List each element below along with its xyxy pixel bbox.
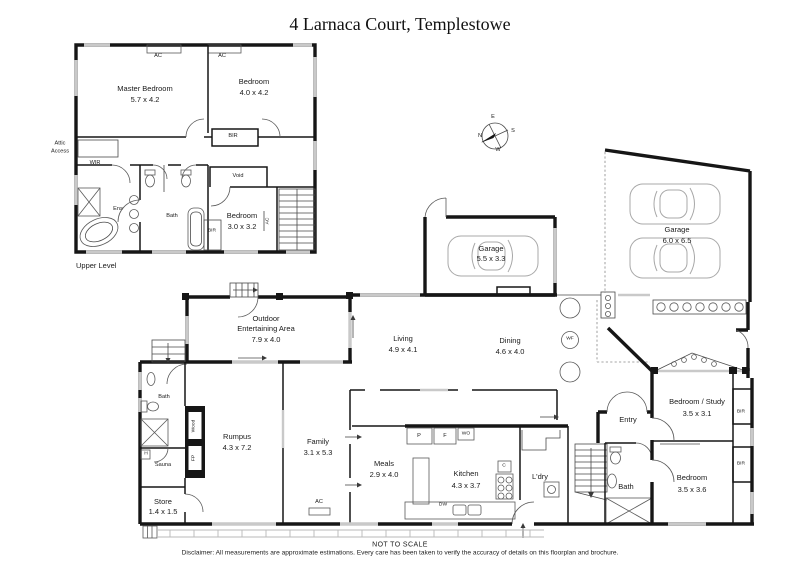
stairs-upper	[278, 188, 316, 251]
ensuite-label: Ens	[113, 206, 123, 213]
room-dims-bedroom3: 3.0 x 3.2	[227, 221, 257, 231]
room-label-bedroom-rear: Bedroom	[676, 472, 708, 482]
bath-label-ground: Bath	[158, 394, 170, 401]
not-to-scale-note: NOT TO SCALE	[372, 541, 428, 549]
room-label-outdoor: Outdoor Entertaining Area	[237, 313, 295, 333]
room-dims-family: 3.1 x 5.3	[303, 447, 333, 457]
fridge-label: F	[443, 433, 447, 440]
upper-level-caption: Upper Level	[76, 260, 117, 270]
room-label-living: Living	[393, 333, 413, 343]
bir-label: BIR	[207, 228, 217, 234]
car-icon	[629, 183, 721, 225]
attic-access-label: Attic Access	[50, 140, 70, 154]
sauna-label: Sauna	[154, 462, 172, 469]
bir-label: BIR	[228, 133, 238, 140]
compass-south: S	[511, 128, 515, 135]
wir-label: WIR	[89, 160, 101, 167]
room-dims-bed-study: 3.5 x 3.1	[682, 408, 712, 418]
compass-east: E	[491, 114, 495, 121]
room-dims-garage-single: 5.5 x 3.3	[476, 253, 506, 263]
room-label-kitchen: Kitchen	[453, 468, 479, 478]
bath-label-rear: Bath	[618, 481, 634, 491]
room-label-bedroom3: Bedroom	[226, 210, 258, 220]
cooktop-label: C	[502, 463, 506, 469]
page-title: 4 Larnaca Court, Templestowe	[289, 13, 511, 34]
room-label-rumpus: Rumpus	[223, 431, 251, 441]
room-dims-kitchen: 4.3 x 3.7	[451, 480, 481, 490]
laundry-label: L'dry	[531, 471, 549, 481]
dishwasher-label: DW	[438, 502, 448, 508]
room-dims-dining: 4.6 x 4.0	[495, 346, 525, 356]
room-dims-outdoor: 7.9 x 4.0	[251, 334, 281, 344]
bir-label: BIR	[736, 409, 746, 415]
room-dims-rumpus: 4.3 x 7.2	[222, 442, 252, 452]
ac-unit-label: AC	[154, 53, 162, 60]
disclaimer-text: Disclaimer: All measurements are approxi…	[181, 549, 619, 557]
stairs-ground	[574, 443, 608, 501]
wall-oven-label: WO	[461, 431, 471, 437]
void-label: Void	[232, 173, 244, 180]
room-dims-garage-double: 6.0 x 6.5	[662, 235, 692, 245]
room-label-family: Family	[306, 436, 330, 446]
room-label-garage-double: Garage	[664, 224, 690, 234]
hws-label: H	[144, 451, 148, 457]
compass-icon	[481, 122, 509, 150]
ac-unit-label: AC	[265, 217, 271, 225]
room-label-bedroom2: Bedroom	[238, 76, 270, 86]
room-dims-master-bedroom: 5.7 x 4.2	[130, 94, 160, 104]
room-dims-living: 4.9 x 4.1	[388, 344, 418, 354]
compass-west: W	[495, 147, 501, 154]
room-dims-store: 1.4 x 1.5	[148, 506, 178, 516]
wood-heater-label: Wood	[191, 419, 197, 433]
room-label-master-bedroom: Master Bedroom	[117, 83, 173, 93]
room-label-garage-single: Garage	[478, 243, 504, 253]
room-dims-bedroom-rear: 3.5 x 3.6	[677, 484, 707, 494]
room-dims-meals: 2.9 x 4.0	[369, 469, 399, 479]
entry-label: Entry	[619, 414, 637, 424]
ground-level-walls	[138, 148, 754, 539]
ac-unit-label: AC	[315, 499, 323, 506]
pantry-label: P	[417, 433, 421, 440]
compass-north: N	[477, 133, 483, 140]
room-label-bed-study: Bedroom / Study	[669, 396, 725, 406]
room-label-dining: Dining	[499, 335, 521, 345]
room-label-meals: Meals	[373, 458, 395, 468]
room-label-store: Store	[154, 496, 172, 506]
bath-label-upper: Bath	[166, 213, 178, 220]
ac-unit-label: AC	[218, 53, 226, 60]
room-dims-bedroom2: 4.0 x 4.2	[239, 87, 269, 97]
water-feature-label: WF	[566, 336, 574, 342]
upper-level-walls	[74, 43, 317, 254]
bir-label: BIR	[736, 461, 746, 467]
fireplace-label: FP	[191, 454, 197, 462]
